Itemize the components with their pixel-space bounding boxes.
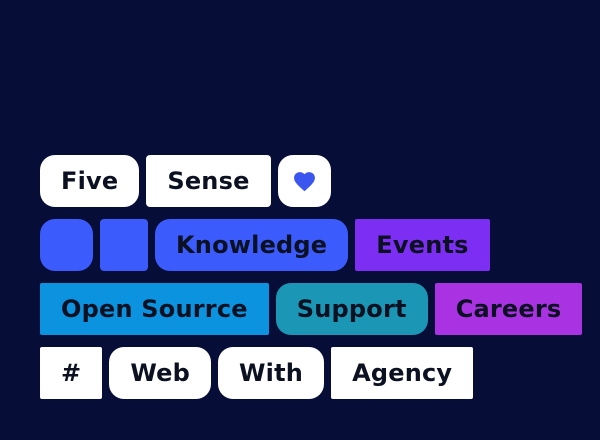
heart-icon [293,171,315,191]
tag-web[interactable]: Web [109,347,211,399]
blue-square-slight [100,219,148,271]
tag-open-source[interactable]: Open Sourrce [40,283,269,335]
tag-agency[interactable]: Agency [331,347,474,399]
heart-button[interactable] [277,155,331,207]
tag-support[interactable]: Support [275,283,428,335]
tag-knowledge[interactable]: Knowledge [155,219,349,271]
tag-sense[interactable]: Sense [146,155,271,207]
tag-grid: Five Sense Knowledge Events Open Sourrce… [40,155,583,399]
tag-row-1: Five Sense [40,155,331,207]
tag-careers[interactable]: Careers [434,283,583,335]
tag-row-3: Open Sourrce Support Careers [40,283,583,335]
tag-row-4: # Web With Agency [40,347,474,399]
tag-row-2: Knowledge Events [40,219,490,271]
blue-square-rounded [40,219,93,271]
tag-with[interactable]: With [218,347,325,399]
tag-events[interactable]: Events [355,219,490,271]
tag-hash[interactable]: # [40,347,103,399]
tag-five[interactable]: Five [40,155,140,207]
